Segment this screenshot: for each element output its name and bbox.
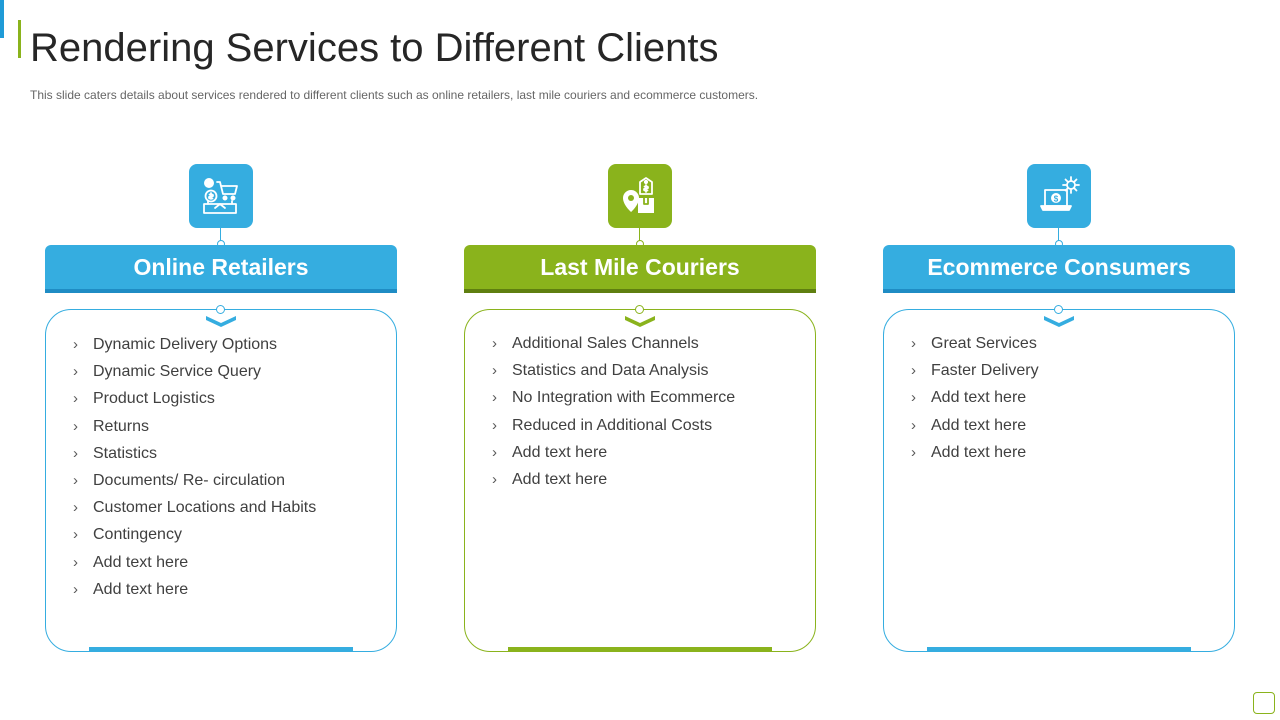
list-item-text: Statistics and Data Analysis [512, 362, 709, 380]
column-ecommerce-consumers: $ Ecommerce Consumers › Great Services › Fa… [883, 0, 1235, 720]
list-item: › Statistics and Data Analysis [492, 361, 735, 388]
chevron-down-icon [206, 316, 236, 327]
list-item-text: Contingency [93, 526, 182, 544]
bullet-chevron-icon: › [73, 444, 78, 462]
bullet-chevron-icon: › [492, 362, 497, 380]
bullet-chevron-icon: › [73, 471, 78, 489]
bullet-chevron-icon: › [73, 363, 78, 381]
list-item-text: Returns [93, 417, 150, 435]
list-item-text: Faster Delivery [931, 362, 1039, 380]
list-item-text: Add text here [93, 553, 189, 571]
bullet-chevron-icon: › [73, 499, 78, 517]
list-item: › Statistics [73, 444, 316, 471]
bullet-chevron-icon: › [911, 389, 916, 407]
bullet-chevron-icon: › [73, 390, 78, 408]
list-item-text: Add text here [512, 443, 608, 461]
card-dot [216, 305, 225, 314]
heading-underline [883, 289, 1235, 293]
list-item-text: Dynamic Delivery Options [93, 336, 278, 353]
bullet-chevron-icon: › [492, 335, 497, 352]
list-item: › Documents/ Re- circulation [73, 471, 316, 498]
service-list: › Dynamic Delivery Options › Dynamic Servic… [73, 335, 316, 607]
list-item-text: Additional Sales Channels [512, 335, 699, 352]
card-bottom-bar [508, 647, 772, 652]
bullet-chevron-icon: › [911, 362, 916, 380]
list-item-text: Add text here [931, 389, 1027, 407]
accent-bar-blue [0, 0, 4, 38]
list-item-text: Add text here [512, 470, 608, 488]
list-item: › Contingency [73, 525, 316, 552]
list-item-text: Product Logistics [93, 390, 215, 408]
list-item: › Additional Sales Channels [492, 334, 735, 361]
card-dot [635, 305, 644, 314]
list-item: › Product Logistics [73, 389, 316, 416]
list-item: › Add text here [492, 470, 735, 497]
laptop-payment-icon: $ [1027, 164, 1091, 228]
list-item-text: Add text here [93, 580, 189, 598]
column-heading: Last Mile Couriers [464, 245, 816, 289]
list-item: › Add text here [911, 443, 1039, 470]
accent-bar-green [18, 20, 21, 58]
bullet-chevron-icon: › [911, 443, 916, 461]
svg-text:$: $ [1054, 195, 1059, 204]
connector-line [1058, 228, 1059, 244]
bullet-chevron-icon: › [492, 416, 497, 434]
connector-line [220, 228, 221, 244]
list-item: › Dynamic Service Query [73, 362, 316, 389]
bullet-chevron-icon: › [911, 335, 916, 352]
list-item-text: Dynamic Service Query [93, 363, 262, 381]
list-item: › Add text here [911, 416, 1039, 443]
heading-underline [464, 289, 816, 293]
column-heading: Ecommerce Consumers [883, 245, 1235, 289]
service-list: › Great Services › Faster Delivery › Add text… [911, 334, 1039, 470]
list-item-text: Add text here [931, 443, 1027, 461]
bullet-chevron-icon: › [492, 443, 497, 461]
list-item: › Add text here [73, 553, 316, 580]
card-dot [1054, 305, 1063, 314]
page-subtitle: This slide caters details about services… [30, 88, 759, 102]
column-online-retailers: Online Retailers › Dynamic Delivery Optio… [45, 0, 397, 720]
list-item: › Dynamic Delivery Options [73, 335, 316, 362]
list-item: › No Integration with Ecommerce [492, 388, 735, 415]
store-retail-icon [189, 164, 253, 228]
slide-corner-marker [1253, 692, 1275, 714]
list-item-text: Customer Locations and Habits [93, 499, 317, 517]
bullet-chevron-icon: › [492, 389, 497, 407]
list-item: › Customer Locations and Habits [73, 498, 316, 525]
list-item-text: Add text here [931, 416, 1027, 434]
card-bottom-bar [927, 647, 1191, 652]
bullet-chevron-icon: › [492, 470, 497, 488]
list-item: › Add text here [911, 388, 1039, 415]
list-item-text: Statistics [93, 444, 158, 462]
bullet-chevron-icon: › [73, 580, 78, 598]
list-item-text: No Integration with Ecommerce [512, 389, 736, 407]
bullet-chevron-icon: › [73, 553, 78, 571]
list-item-text: Documents/ Re- circulation [93, 471, 286, 489]
chevron-down-icon [625, 316, 655, 327]
bullet-chevron-icon: › [73, 417, 78, 435]
bullet-chevron-icon: › [73, 336, 78, 353]
chevron-down-icon [1044, 316, 1074, 327]
services-card [883, 309, 1235, 652]
list-item: › Add text here [73, 580, 316, 607]
bullet-chevron-icon: › [911, 416, 916, 434]
list-item: › Reduced in Additional Costs [492, 416, 735, 443]
list-item: › Add text here [492, 443, 735, 470]
card-bottom-bar [89, 647, 353, 652]
column-last-mile-couriers: Last Mile Couriers › Additional Sales Cha… [464, 0, 816, 720]
connector-line [639, 228, 640, 244]
list-item: › Faster Delivery [911, 361, 1039, 388]
list-item-text: Reduced in Additional Costs [512, 416, 713, 434]
column-heading: Online Retailers [45, 245, 397, 289]
page-title: Rendering Services to Different Clients [30, 26, 719, 70]
heading-underline [45, 289, 397, 293]
list-item: › Returns [73, 417, 316, 444]
service-list: › Additional Sales Channels › Statistics an… [492, 334, 735, 497]
delivery-location-icon [608, 164, 672, 228]
bullet-chevron-icon: › [73, 526, 78, 544]
list-item: › Great Services [911, 334, 1039, 361]
list-item-text: Great Services [931, 335, 1037, 352]
